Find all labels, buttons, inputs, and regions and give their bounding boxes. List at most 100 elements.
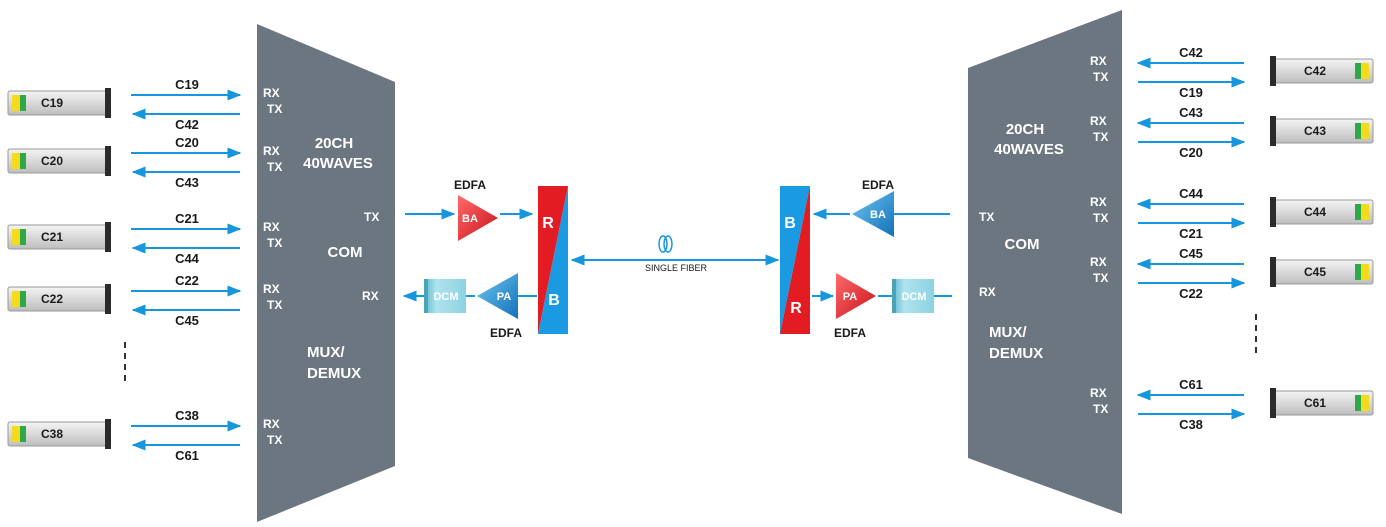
- port-tx: TX: [1093, 70, 1108, 84]
- right-mux-title-2: 40WAVES: [994, 141, 1064, 158]
- tx-wavelength-label: C19: [175, 77, 199, 92]
- left-mux-title-1: 20CH: [315, 135, 353, 152]
- module-label: C44: [1304, 205, 1326, 219]
- right-ba-amplifier: BA: [852, 191, 894, 237]
- port-tx: TX: [267, 298, 282, 312]
- transceiver-C42: C42: [1270, 56, 1374, 86]
- port-tx: TX: [267, 236, 282, 250]
- left-ports: C19C19C42RXTXC20C20C43RXTXC21C21C44RXTXC…: [7, 77, 282, 463]
- single-fiber-label: SINGLE FIBER: [645, 263, 708, 273]
- right-edfa-top: EDFA: [862, 178, 894, 192]
- left-edfa-bottom: EDFA: [490, 326, 522, 340]
- left-mux-label-1: MUX/: [307, 344, 345, 361]
- svg-text:DCM: DCM: [433, 291, 458, 303]
- right-dcm-module: DCM: [892, 279, 934, 313]
- rx-wavelength-label: C42: [1179, 45, 1203, 60]
- rx-wavelength-label: C61: [1179, 377, 1203, 392]
- left-mux-com: COM: [328, 244, 363, 261]
- tx-wavelength-label: C21: [1179, 226, 1203, 241]
- port-rx: RX: [263, 86, 280, 100]
- port-rx: RX: [1090, 114, 1107, 128]
- right-mux-label-1: MUX/: [989, 324, 1027, 341]
- rx-wavelength-label: C45: [1179, 246, 1203, 261]
- module-label: C43: [1304, 124, 1326, 138]
- transceiver-C44: C44: [1270, 197, 1374, 227]
- svg-text:B: B: [548, 292, 560, 309]
- right-edfa-bottom: EDFA: [834, 326, 866, 340]
- rx-wavelength-label: C43: [1179, 105, 1203, 120]
- transceiver-C61: C61: [1270, 388, 1374, 418]
- port-rx: RX: [263, 417, 280, 431]
- port-tx: TX: [267, 102, 282, 116]
- transceiver-C43: C43: [1270, 116, 1374, 146]
- tx-wavelength-label: C20: [1179, 145, 1203, 160]
- port-rx: RX: [1090, 255, 1107, 269]
- rx-wavelength-label: C61: [175, 448, 199, 463]
- transceiver-C21: C21: [7, 222, 111, 252]
- transceiver-C22: C22: [7, 284, 111, 314]
- module-label: C21: [41, 230, 63, 244]
- svg-text:B: B: [784, 215, 796, 232]
- port-rx: RX: [263, 220, 280, 234]
- right-mux-body: [968, 10, 1122, 514]
- port-tx: TX: [1093, 130, 1108, 144]
- right-pa-amplifier: PA: [836, 273, 876, 319]
- tx-wavelength-label: C20: [175, 135, 199, 150]
- left-mux-body: [257, 24, 395, 522]
- rx-wavelength-label: C44: [175, 251, 200, 266]
- module-label: C42: [1304, 64, 1326, 78]
- module-label: C19: [41, 96, 63, 110]
- right-mux-com-rx: RX: [979, 285, 996, 299]
- module-label: C45: [1304, 265, 1326, 279]
- rx-wavelength-label: C44: [1179, 186, 1204, 201]
- rx-wavelength-label: C43: [175, 175, 199, 190]
- left-rb-filter: R B: [538, 186, 568, 334]
- svg-text:BA: BA: [870, 209, 886, 221]
- tx-wavelength-label: C38: [175, 408, 199, 423]
- port-rx: RX: [263, 144, 280, 158]
- rx-wavelength-label: C42: [175, 117, 199, 132]
- left-pa-amplifier: PA: [477, 273, 518, 319]
- left-dcm-module: DCM: [424, 279, 466, 313]
- svg-text:PA: PA: [843, 291, 858, 303]
- left-mux-com-tx: TX: [364, 210, 379, 224]
- left-mux-title-2: 40WAVES: [303, 155, 373, 172]
- port-tx: TX: [267, 433, 282, 447]
- left-continuation-dots: [124, 342, 126, 381]
- module-label: C22: [41, 292, 63, 306]
- tx-wavelength-label: C22: [175, 273, 199, 288]
- port-tx: TX: [267, 160, 282, 174]
- port-tx: TX: [1093, 271, 1108, 285]
- transceiver-C20: C20: [7, 146, 111, 176]
- svg-text:BA: BA: [462, 213, 478, 225]
- left-mux-label-2: DEMUX: [307, 365, 361, 382]
- tx-wavelength-label: C22: [1179, 286, 1203, 301]
- module-label: C20: [41, 154, 63, 168]
- right-br-filter: B R: [780, 186, 810, 334]
- svg-text:R: R: [542, 215, 554, 232]
- right-continuation-dots: [1255, 314, 1257, 353]
- port-tx: TX: [1093, 402, 1108, 416]
- right-ports: C42C42C19RXTXC43C43C20RXTXC44C44C21RXTXC…: [1090, 45, 1374, 432]
- transceiver-C19: C19: [7, 88, 111, 118]
- fiber-coil-icon: [658, 235, 673, 253]
- left-edfa-top: EDFA: [454, 178, 486, 192]
- svg-text:DCM: DCM: [901, 291, 926, 303]
- tx-wavelength-label: C19: [1179, 85, 1203, 100]
- left-ba-amplifier: BA: [458, 195, 498, 241]
- transceiver-C38: C38: [7, 419, 111, 449]
- left-mux-com-rx: RX: [362, 289, 379, 303]
- module-label: C38: [41, 427, 63, 441]
- right-mux-com-tx: TX: [979, 210, 994, 224]
- right-mux-label-2: DEMUX: [989, 345, 1043, 362]
- port-rx: RX: [1090, 386, 1107, 400]
- svg-text:PA: PA: [497, 291, 512, 303]
- rx-wavelength-label: C45: [175, 313, 199, 328]
- module-label: C61: [1304, 396, 1326, 410]
- port-rx: RX: [263, 282, 280, 296]
- port-tx: TX: [1093, 211, 1108, 225]
- port-rx: RX: [1090, 54, 1107, 68]
- port-rx: RX: [1090, 195, 1107, 209]
- tx-wavelength-label: C38: [1179, 417, 1203, 432]
